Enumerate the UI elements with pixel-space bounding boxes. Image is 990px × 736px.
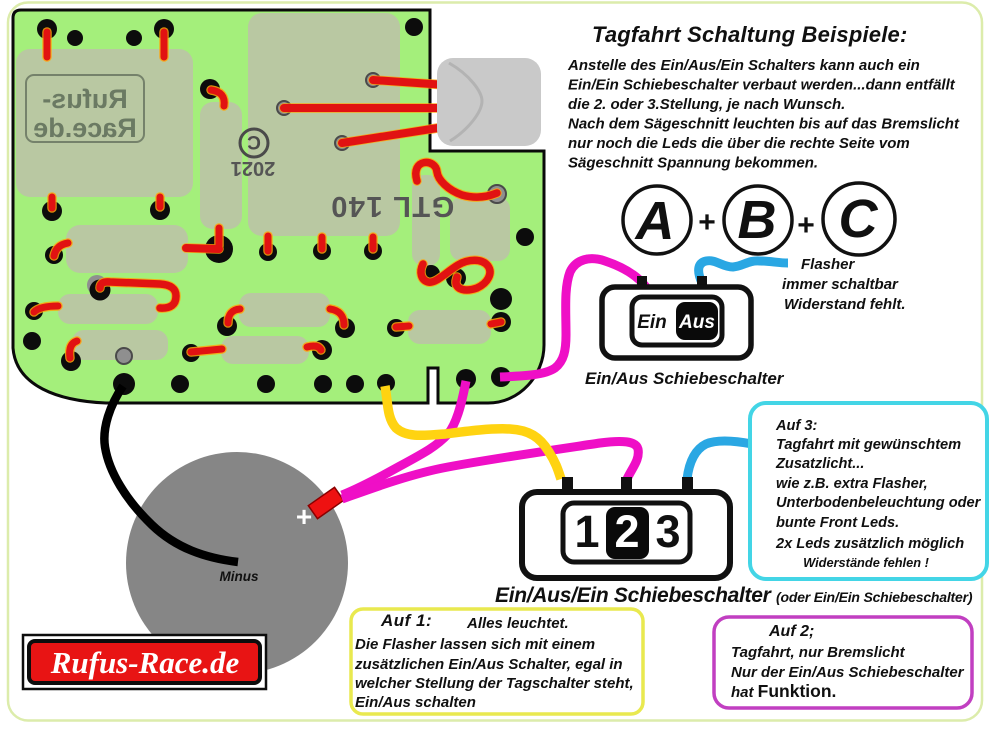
svg-text:C: C xyxy=(839,189,879,249)
svg-text:Auf 2;: Auf 2; xyxy=(768,623,814,640)
svg-text:Tagfahrt, nur Bremslicht: Tagfahrt, nur Bremslicht xyxy=(731,644,906,661)
svg-text:+: + xyxy=(698,206,716,239)
svg-text:Ein/Aus schalten: Ein/Aus schalten xyxy=(355,694,476,711)
svg-text:Auf 3:: Auf 3: xyxy=(775,418,817,434)
svg-text:1: 1 xyxy=(574,506,599,557)
svg-text:Ein/Aus/Ein Schiebeschalter (o: Ein/Aus/Ein Schiebeschalter (oder Ein/Ei… xyxy=(495,584,973,607)
svg-text:A: A xyxy=(634,191,675,251)
svg-text:nur noch die Leds die über die: nur noch die Leds die über die rechte Se… xyxy=(568,135,910,152)
svg-text:die 2. oder 3.Stellung, je nac: die 2. oder 3.Stellung, je nach Wunsch. xyxy=(568,96,845,113)
svg-text:Rufus-Race.de: Rufus-Race.de xyxy=(50,645,240,680)
svg-text:Widerstände fehlen !: Widerstände fehlen ! xyxy=(803,555,929,570)
svg-text:Ein/Ein Schiebeschalter verbau: Ein/Ein Schiebeschalter verbaut werden..… xyxy=(568,77,956,94)
svg-text:welcher Stellung der Tagschalt: welcher Stellung der Tagschalter steht, xyxy=(355,675,634,692)
svg-text:Minus: Minus xyxy=(220,569,259,584)
svg-text:Rufus-: Rufus- xyxy=(42,84,127,114)
svg-text:Race.de: Race.de xyxy=(33,113,137,143)
svg-text:+: + xyxy=(296,501,312,532)
svg-text:zusätzlichen Ein/Aus Schalter,: zusätzlichen Ein/Aus Schalter, egal in xyxy=(354,656,623,673)
svg-text:Tagfahrt mit gewünschtem: Tagfahrt mit gewünschtem xyxy=(776,437,961,453)
svg-text:Zusatzlicht...: Zusatzlicht... xyxy=(775,456,864,472)
svg-text:2x Leds zusätzlich möglich: 2x Leds zusätzlich möglich xyxy=(775,536,964,552)
svg-text:immer schaltbar: immer schaltbar xyxy=(782,276,899,293)
svg-text:Aus: Aus xyxy=(678,312,715,333)
svg-text:Auf 1:: Auf 1: xyxy=(380,611,432,630)
svg-text:B: B xyxy=(738,190,777,250)
svg-text:GTL 140: GTL 140 xyxy=(330,190,454,222)
svg-text:2021: 2021 xyxy=(231,157,276,179)
svg-text:bunte Front Leds.: bunte Front Leds. xyxy=(776,515,899,531)
svg-text:Flasher: Flasher xyxy=(801,256,856,273)
svg-text:+: + xyxy=(797,209,815,242)
svg-text:Widerstand fehlt.: Widerstand fehlt. xyxy=(784,296,906,313)
svg-text:Sägeschnitt Spannung bekommen.: Sägeschnitt Spannung bekommen. xyxy=(568,155,818,172)
svg-text:Tagfahrt Schaltung Beispiele:: Tagfahrt Schaltung Beispiele: xyxy=(592,22,907,47)
svg-text:C: C xyxy=(247,131,261,152)
svg-text:2: 2 xyxy=(614,506,639,557)
svg-text:hat Funktion.: hat Funktion. xyxy=(731,681,836,701)
svg-text:Nach dem Sägeschnitt leuchten: Nach dem Sägeschnitt leuchten bis auf da… xyxy=(568,116,960,133)
svg-text:Die Flasher lassen sich mit ei: Die Flasher lassen sich mit einem xyxy=(355,636,595,653)
svg-text:Unterbodenbeleuchtung oder: Unterbodenbeleuchtung oder xyxy=(776,495,982,511)
svg-text:Anstelle des Ein/Aus/Ein Schal: Anstelle des Ein/Aus/Ein Schalters kann … xyxy=(567,57,920,74)
svg-text:Alles leuchtet.: Alles leuchtet. xyxy=(466,615,569,632)
svg-text:Nur der Ein/Aus Schiebeschalte: Nur der Ein/Aus Schiebeschalter xyxy=(731,664,965,681)
svg-text:Ein: Ein xyxy=(637,312,667,333)
svg-text:wie z.B. extra Flasher,: wie z.B. extra Flasher, xyxy=(776,476,928,492)
svg-text:Ein/Aus Schiebeschalter: Ein/Aus Schiebeschalter xyxy=(585,369,785,388)
svg-text:3: 3 xyxy=(655,506,680,557)
